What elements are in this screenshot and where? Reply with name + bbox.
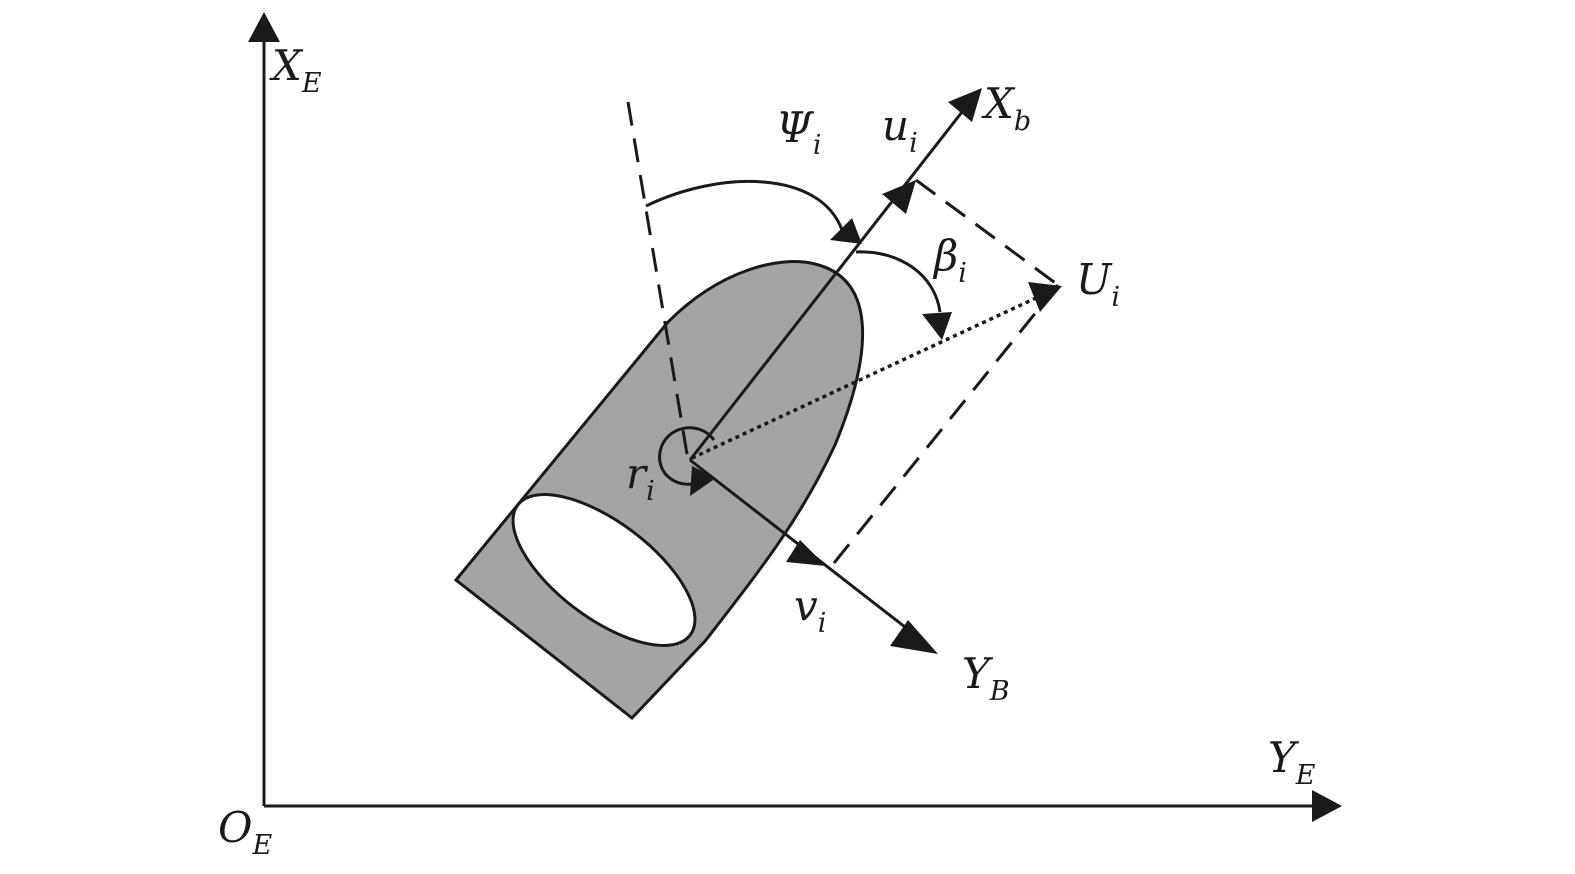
- resultant-velocity-vector: [691, 282, 1062, 460]
- body-y-label: YB: [962, 649, 1010, 707]
- yaw-rate-label: ri: [626, 449, 655, 507]
- sideslip-angle-arc: [855, 250, 952, 340]
- sway-label: vi: [794, 581, 826, 639]
- heading-label: Ψi: [776, 103, 821, 161]
- sideslip-label: βi: [932, 231, 967, 289]
- sway-velocity-arrow: [786, 540, 826, 566]
- body-x-label: Xb: [981, 79, 1031, 137]
- earth-x-label: XE: [269, 41, 322, 99]
- earth-y-label: YE: [1268, 733, 1316, 791]
- velocity-decomposition-lines: [828, 178, 1060, 569]
- stern-opening: [511, 493, 697, 647]
- body-y-axis: [689, 458, 938, 654]
- surge-label: ui: [882, 101, 918, 159]
- heading-angle-arc: [645, 179, 862, 244]
- heading-reference-line: [626, 101, 690, 461]
- origin-label: OE: [218, 803, 272, 861]
- earth-y-axis: [264, 790, 1342, 822]
- vessel-hull: [453, 260, 864, 721]
- earth-x-axis: [248, 12, 280, 806]
- body-x-axis: [688, 88, 982, 461]
- speed-label: Ui: [1076, 255, 1120, 313]
- surge-velocity-arrow: [882, 180, 916, 214]
- yaw-rate-arc: [658, 426, 716, 496]
